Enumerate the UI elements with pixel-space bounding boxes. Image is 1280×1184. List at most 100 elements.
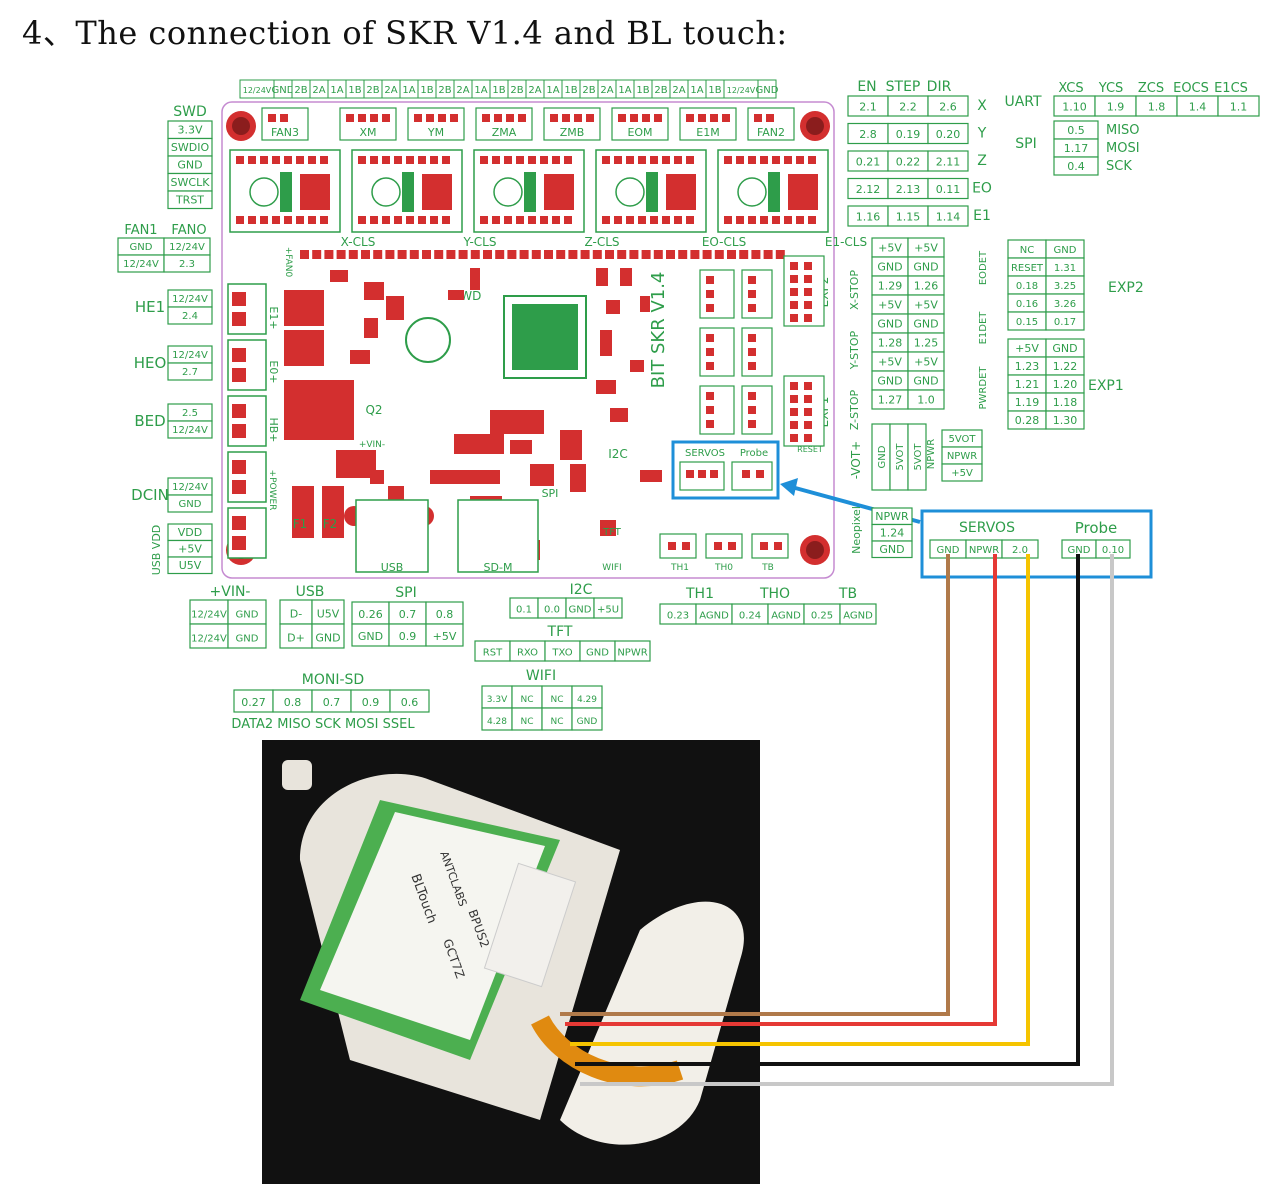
step-text: 0.21 <box>856 155 881 168</box>
pin <box>586 114 594 122</box>
component <box>640 470 662 482</box>
vin-cell <box>227 623 267 649</box>
motor-connector <box>543 107 601 141</box>
exp-pin <box>790 382 798 390</box>
pin <box>706 406 714 414</box>
socket-pin <box>724 156 732 164</box>
stops-text: +5V <box>878 299 902 312</box>
neopixel-label: Neopixel <box>850 506 863 554</box>
axis-label: E1 <box>973 208 991 224</box>
socket-pin <box>564 156 572 164</box>
component <box>370 470 384 484</box>
exp1-cell <box>1045 410 1085 430</box>
endstop-pin <box>580 250 590 259</box>
stop-label: Z-STOP <box>848 389 861 430</box>
pin <box>748 362 756 370</box>
top-header-text: 2A <box>384 85 397 96</box>
stops-text: 1.29 <box>878 280 903 293</box>
socket-pin <box>492 156 500 164</box>
arrow-head <box>780 478 798 496</box>
component <box>596 268 608 286</box>
probe-signal-wire <box>580 554 1114 1086</box>
pot <box>737 177 767 207</box>
endstop-pin <box>361 250 370 259</box>
pin <box>686 470 694 478</box>
fan0-title: FANO <box>171 223 206 238</box>
socket-pin <box>528 216 536 224</box>
top-header-text: 1A <box>402 85 415 96</box>
terminal-screw <box>232 480 246 494</box>
endstop-pin <box>373 250 383 259</box>
screw-terminal <box>227 283 267 335</box>
exp2-text: 1.31 <box>1054 263 1076 274</box>
socket-pin <box>674 216 682 224</box>
stops-cell <box>907 389 945 410</box>
axis-label: EO <box>972 181 992 197</box>
component <box>470 268 480 290</box>
bed-label: BED <box>134 412 165 430</box>
exp-pin <box>790 275 798 283</box>
spi-text: GND <box>358 630 383 643</box>
endstop-pin <box>739 250 749 259</box>
top-header-text: 1A <box>690 85 703 96</box>
sensor-label <box>320 812 545 1040</box>
monisd-text: 0.8 <box>284 696 302 709</box>
tft-text: TXO <box>551 647 572 658</box>
i2c-text: 0.1 <box>516 604 532 615</box>
reset-label: RESET <box>797 445 823 454</box>
socket-pin <box>320 156 328 164</box>
wifi-text: GND <box>577 717 598 727</box>
pin <box>706 348 714 356</box>
endstop-pin <box>519 250 529 259</box>
endstop-pin <box>702 250 712 259</box>
endstop-pin <box>531 250 541 259</box>
endstop-pin <box>763 250 773 259</box>
bed-cell <box>167 420 213 439</box>
dcin-text: 12/24V <box>172 482 208 493</box>
monisd-text: 0.6 <box>401 696 419 709</box>
socket-pin <box>772 156 780 164</box>
socket-pin <box>736 156 744 164</box>
endstop-pin <box>300 250 309 259</box>
top-header-text: 12/24V <box>243 86 272 95</box>
endstop-pin <box>556 250 566 259</box>
pot <box>615 177 645 207</box>
socket-pin <box>626 156 634 164</box>
pin <box>710 470 718 478</box>
wifi-text: 3.3V <box>487 695 508 705</box>
det-connector <box>741 327 773 377</box>
socket-pin <box>808 156 816 164</box>
axis-label: X <box>977 98 987 114</box>
endstop-pin <box>422 250 431 259</box>
socket-pin <box>516 156 524 164</box>
pin <box>714 542 722 550</box>
pin <box>742 470 750 478</box>
socket-pin <box>394 156 402 164</box>
stop-connector <box>699 385 735 435</box>
top-header-text: 2A <box>456 85 469 96</box>
step-cell <box>927 177 969 200</box>
exp2-text: 0.16 <box>1016 299 1038 310</box>
screw-terminal <box>227 395 267 447</box>
driver-pads <box>300 174 330 210</box>
sensor-nozzle <box>282 760 312 790</box>
driver-chip <box>524 172 536 212</box>
step-text: 0.19 <box>896 128 921 141</box>
endstop-pin <box>617 250 627 259</box>
pin <box>756 470 764 478</box>
i2c-text: GND <box>569 604 592 615</box>
wifi-cell <box>571 707 603 731</box>
component <box>350 350 370 364</box>
servo-pin-text: GND <box>937 545 960 556</box>
pin <box>686 114 694 122</box>
driver-pads <box>422 174 452 210</box>
exp-pin <box>790 301 798 309</box>
terminal-screw <box>232 348 246 362</box>
swd-text: SWDIO <box>171 141 210 154</box>
servo-gnd-wire <box>560 554 950 1016</box>
component <box>600 520 616 536</box>
fan0-term: +FAN0 <box>283 247 293 278</box>
usb-board-label: USB <box>381 561 404 574</box>
top-header-text: 1A <box>546 85 559 96</box>
